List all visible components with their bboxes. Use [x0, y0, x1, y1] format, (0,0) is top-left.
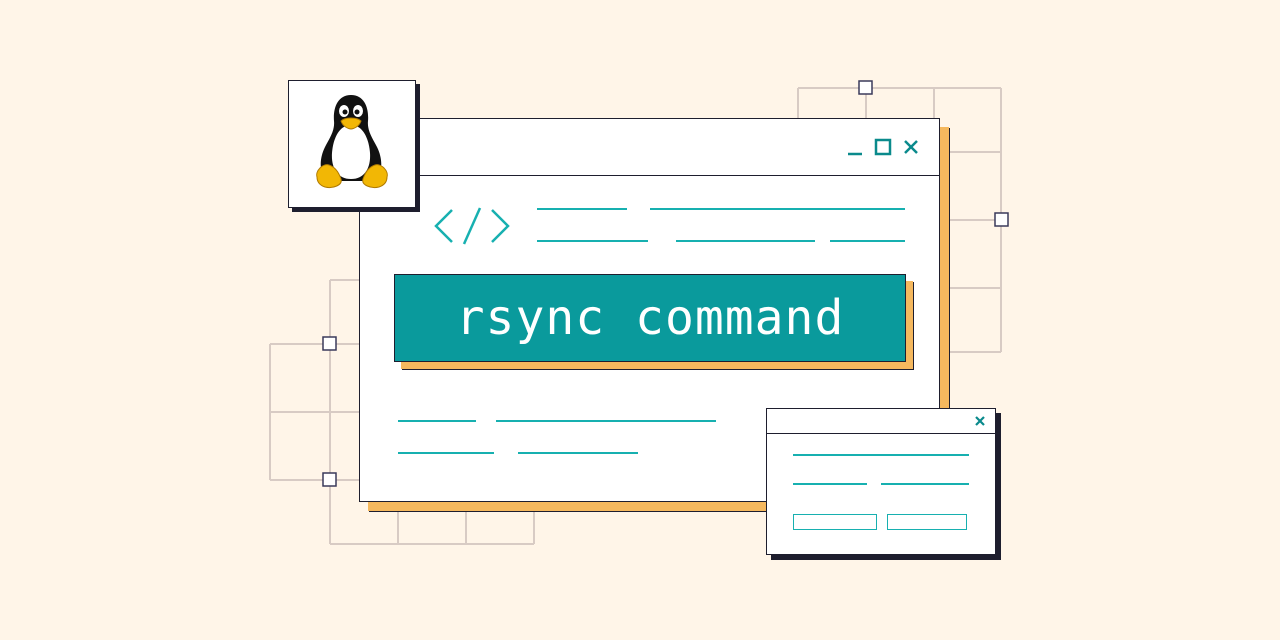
- banner-title: rsync command: [455, 290, 845, 346]
- maximize-icon[interactable]: [873, 137, 893, 157]
- dialog-window: [766, 408, 996, 555]
- minimize-icon[interactable]: [845, 137, 865, 157]
- tux-penguin-icon: [316, 95, 388, 188]
- placeholder-line: [518, 452, 638, 454]
- placeholder-line: [881, 483, 969, 485]
- close-icon[interactable]: [901, 137, 921, 157]
- placeholder-line: [537, 240, 648, 242]
- dialog-button[interactable]: [887, 514, 967, 530]
- placeholder-line: [793, 454, 969, 456]
- title-banner: rsync command: [394, 274, 906, 362]
- tux-logo-box: [288, 80, 416, 208]
- dialog-button[interactable]: [793, 514, 877, 530]
- placeholder-line: [398, 452, 494, 454]
- placeholder-line: [650, 208, 905, 210]
- main-window: rsync command: [359, 118, 940, 502]
- window-controls: [845, 137, 921, 157]
- placeholder-line: [537, 208, 627, 210]
- placeholder-line: [676, 240, 815, 242]
- close-icon[interactable]: [973, 414, 987, 428]
- window-titlebar: [360, 119, 939, 176]
- placeholder-line: [793, 483, 867, 485]
- code-brackets-icon: [434, 207, 510, 245]
- placeholder-line: [496, 420, 716, 422]
- placeholder-line: [830, 240, 905, 242]
- dialog-titlebar: [767, 409, 995, 434]
- placeholder-line: [398, 420, 476, 422]
